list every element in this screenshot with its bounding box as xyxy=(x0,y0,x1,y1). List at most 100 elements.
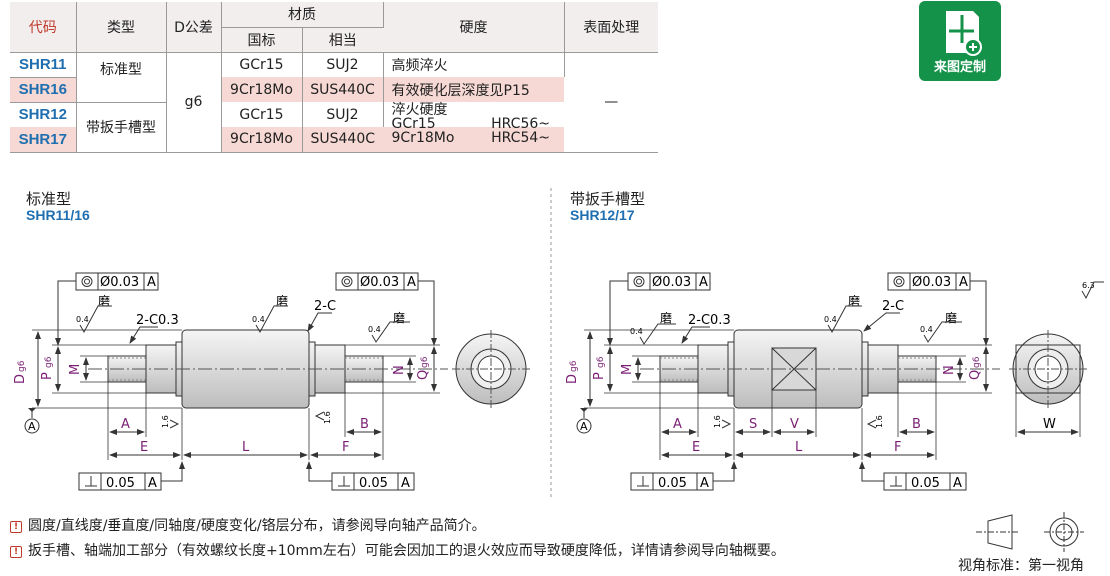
gb-row1: GCr15 xyxy=(221,52,303,77)
r-dim-S: S xyxy=(749,417,757,432)
r-dim-E: E xyxy=(692,440,700,455)
right-perp2-value: 0.05 xyxy=(911,476,940,491)
type-wrench: 带扳手槽型 xyxy=(76,102,167,153)
header-type: 类型 xyxy=(76,2,167,53)
hardness-val1: HRC56~ xyxy=(491,116,550,132)
note-2: !扳手槽、轴端加工部分（有效螺纹长度+10mm左右）可能会因加工的退火效应而导致… xyxy=(10,540,785,560)
info-icon: ! xyxy=(10,521,22,533)
left-tol2-datum: A xyxy=(407,275,416,290)
left-rough-16b: 1.6 xyxy=(323,411,332,424)
left-vertical-labels: D g6 P g6 M N Q g6 xyxy=(13,356,431,384)
dim-E: E xyxy=(140,440,148,455)
header-equiv: 相当 xyxy=(302,27,383,53)
right-perp2-datum: A xyxy=(953,476,962,491)
dim-P: P xyxy=(40,372,55,380)
dim-N: N xyxy=(392,365,407,375)
right-chamfer-2: 2-C xyxy=(882,299,904,314)
dim-Q-g6: g6 xyxy=(420,356,430,368)
hardness-val2: HRC54~ xyxy=(491,130,550,146)
r-dim-P: P xyxy=(592,372,607,380)
dim-M: M xyxy=(68,364,83,375)
projection-label: 视角标准：第一视角 xyxy=(958,558,1084,574)
left-chamfer-2: 2-C xyxy=(314,299,336,314)
right-rough-mark-a xyxy=(721,419,732,429)
r-grind-label-1: 磨 xyxy=(660,311,672,325)
dim-D-g6: g6 xyxy=(17,360,27,372)
right-perp1-value: 0.05 xyxy=(658,476,687,491)
left-perp-frame-2: 0.05 A xyxy=(306,461,415,491)
left-vertical-dims xyxy=(32,329,440,409)
dim-A: A xyxy=(121,417,130,432)
hardness-line-9cr18mo: 9Cr18Mo HRC54~ xyxy=(392,131,565,145)
left-horizontal-labels: A E L F B xyxy=(121,417,369,455)
header-hardness: 硬度 xyxy=(383,2,565,53)
spec-table: 代码 类型 D公差 材质 硬度 表面处理 国标 相当 SHR11 标准型 g6 … xyxy=(10,2,658,153)
right-perp-frame-2: 0.05 A xyxy=(859,461,967,491)
hardness-mat2: 9Cr18Mo xyxy=(391,130,455,146)
right-perp-frame-1: 0.05 A xyxy=(630,461,737,491)
header-gb: 国标 xyxy=(221,27,303,53)
left-perp2-value: 0.05 xyxy=(359,476,388,491)
grind-label-3: 磨 xyxy=(393,311,405,325)
right-tol1-value: Ø0.03 xyxy=(652,275,691,290)
r-dim-Q-g6: g6 xyxy=(972,356,982,368)
gb-row3: GCr15 xyxy=(221,102,303,127)
right-datum-label: A xyxy=(580,420,588,433)
left-tol1-value: Ø0.03 xyxy=(100,275,139,290)
dim-L: L xyxy=(242,440,250,455)
left-chamfer-1: 2-C0.3 xyxy=(136,313,179,328)
r-dim-M: M xyxy=(620,364,635,375)
left-perp1-value: 0.05 xyxy=(106,476,135,491)
equiv-row1: SUJ2 xyxy=(302,52,384,77)
left-datum-label: A xyxy=(28,420,36,433)
right-tolerance-frame-2: Ø0.03 A xyxy=(887,272,989,346)
equiv-row3: SUJ2 xyxy=(302,102,384,127)
drawing-custom-icon xyxy=(925,7,995,57)
dim-W: W xyxy=(1043,417,1056,432)
left-tolerance-frame-1: Ø0.03 A xyxy=(55,272,159,346)
left-rough-16a: 1.6 xyxy=(161,415,170,428)
left-perp-frame-1: 0.05 A xyxy=(78,461,185,491)
info-icon: ! xyxy=(10,546,22,558)
left-perp2-datum: A xyxy=(401,476,410,491)
right-rough-16b: 1.6 xyxy=(875,415,884,428)
right-tol1-datum: A xyxy=(699,275,708,290)
r-dim-D-g6: g6 xyxy=(569,360,579,372)
surface-roughness-value: 6.3 xyxy=(1082,281,1095,290)
projection-symbol xyxy=(976,512,1084,552)
r-dim-L: L xyxy=(795,440,803,455)
header-material: 材质 xyxy=(221,2,384,28)
gb-row2: 9Cr18Mo xyxy=(221,77,303,102)
right-tolerance-frame-1: Ø0.03 A xyxy=(607,272,711,346)
right-tol2-value: Ø0.03 xyxy=(912,275,951,290)
surface-roughness-mark xyxy=(1081,281,1104,300)
custom-drawing-badge[interactable]: 来图定制 xyxy=(919,1,1001,81)
right-tol2-datum: A xyxy=(959,275,968,290)
rough-1: 0.4 xyxy=(76,315,89,324)
r-dim-Q: Q xyxy=(968,370,983,380)
right-vertical-labels: D g6 P g6 M N Q g6 xyxy=(565,356,983,384)
left-tol1-datum: A xyxy=(147,275,156,290)
header-tolerance: D公差 xyxy=(166,2,222,53)
dim-F: F xyxy=(342,440,349,455)
tolerance-g6: g6 xyxy=(166,52,222,153)
r-rough-3: 0.4 xyxy=(920,325,933,334)
r-dim-F: F xyxy=(894,440,901,455)
note-1-text: 圆度/直线度/垂直度/同轴度/硬度变化/铬层分布，请参阅导向轴产品简介。 xyxy=(28,518,486,534)
right-rough-mark-b xyxy=(866,419,877,429)
left-tolerance-frame-2: Ø0.03 A xyxy=(335,272,437,346)
right-drawing-title: 带扳手槽型 xyxy=(570,190,646,208)
left-grind-marks: 磨 0.4 磨 0.4 磨 0.4 2-C0.3 2-C xyxy=(76,294,410,344)
badge-label: 来图定制 xyxy=(933,60,986,75)
equiv-row4: SUS440C xyxy=(302,127,383,153)
left-horizontal-dims xyxy=(107,382,384,460)
code-shr12: SHR12 xyxy=(10,102,77,127)
left-rough-mark-b xyxy=(314,411,325,421)
left-tol2-value: Ø0.03 xyxy=(360,275,399,290)
surface-value: — xyxy=(564,52,658,153)
r-rough-1: 0.4 xyxy=(630,327,643,336)
r-dim-P-g6: g6 xyxy=(596,356,606,368)
dim-D: D xyxy=(13,374,28,384)
